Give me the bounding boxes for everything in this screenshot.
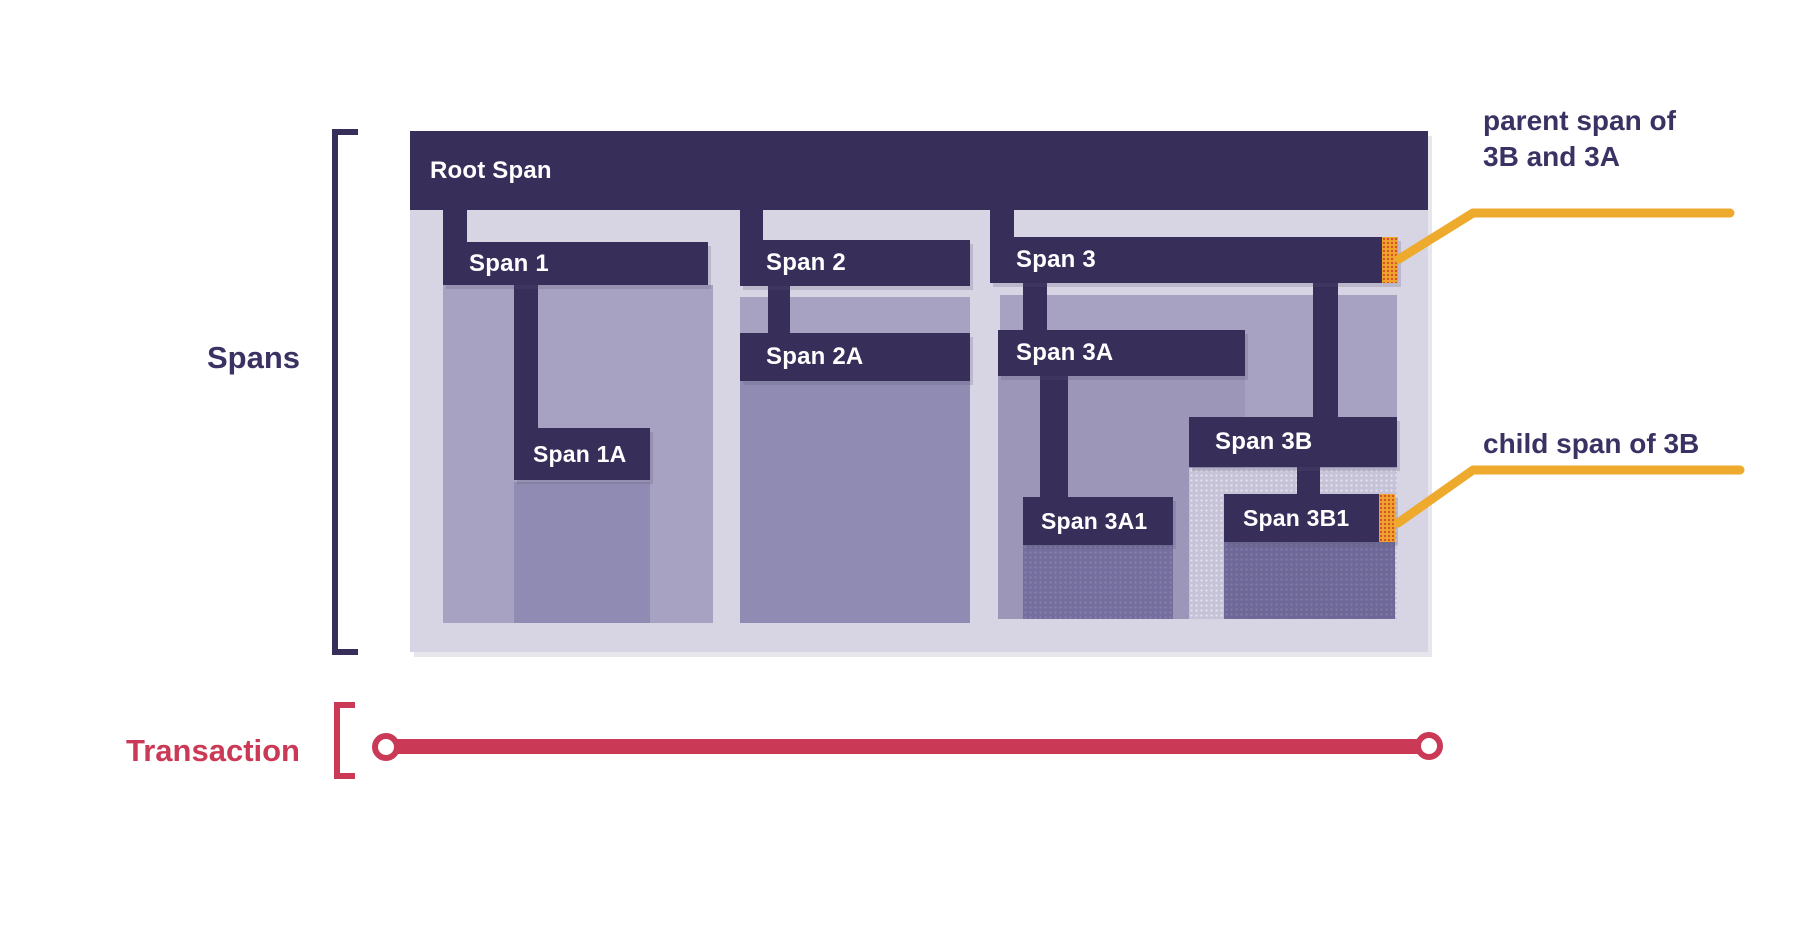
span-2a-duration-fill: [740, 381, 970, 623]
connector-root-to-span-2: [740, 208, 763, 244]
span-3b1-bar: Span 3B1: [1224, 494, 1395, 542]
span-1a-duration-fill: [514, 482, 650, 623]
span-3a-bar-label: Span 3A: [1016, 339, 1114, 366]
span-1a-bar-label: Span 1A: [533, 440, 627, 467]
connector-span-3a-to-span-3a1: [1040, 374, 1068, 499]
connector-span-1-to-span-1a: [514, 283, 538, 430]
span-3b1-duration-fill: [1224, 542, 1395, 619]
connector-span-3-to-span-3a: [1023, 281, 1047, 332]
span-3-parent-marker: [1382, 237, 1398, 283]
span-3a1-bar: Span 3A1: [1023, 497, 1173, 545]
connector-root-to-span-1: [443, 208, 467, 248]
spans-label: Spans: [206, 340, 300, 375]
connector-root-to-span-3: [990, 208, 1014, 241]
spans-bracket: [332, 129, 358, 655]
span-3b-bar-label: Span 3B: [1215, 428, 1313, 455]
parent-span-annotation: parent span of 3B and 3A: [1483, 103, 1801, 175]
parent-span-annotation-line2: 3B and 3A: [1483, 141, 1620, 172]
span-1a-bar: Span 1A: [514, 428, 650, 480]
child-annotation-line: [1393, 465, 1745, 528]
transaction-label: Transaction: [126, 733, 300, 768]
transaction-start-circle: [372, 733, 400, 761]
span-3a-bar: Span 3A: [998, 330, 1245, 376]
connector-span-2-to-span-2a: [768, 285, 790, 335]
span-3b1-bar-label: Span 3B1: [1243, 504, 1350, 531]
parent-annotation-line: [1394, 208, 1735, 264]
child-span-annotation: child span of 3B: [1483, 428, 1700, 459]
span-1-bar-label: Span 1: [469, 249, 549, 277]
span-3b1-child-marker: [1379, 494, 1395, 542]
span-1-bar: Span 1: [443, 242, 708, 285]
root-span-bar-label: Root Span: [430, 156, 552, 184]
span-3a1-bar-label: Span 3A1: [1041, 507, 1148, 534]
span-2a-bar: Span 2A: [740, 333, 970, 381]
span-3-bar: Span 3: [990, 237, 1398, 283]
transaction-end-circle: [1415, 732, 1443, 760]
connector-span-3-to-span-3b: [1313, 281, 1338, 419]
connector-span-3b-to-span-3b1: [1297, 466, 1320, 496]
transaction-timeline-line: [396, 739, 1418, 754]
span-3-bar-label: Span 3: [1016, 246, 1096, 273]
root-span-bar: Root Span: [410, 131, 1428, 210]
parent-span-annotation-line1: parent span of: [1483, 105, 1676, 136]
span-3a1-duration-fill: [1023, 545, 1173, 619]
span-3b-bar: Span 3B: [1189, 417, 1397, 467]
transaction-bracket: [334, 702, 355, 779]
span-2-bar-label: Span 2: [766, 249, 846, 276]
span-2a-bar-label: Span 2A: [766, 343, 864, 370]
span-2-bar: Span 2: [740, 240, 970, 286]
